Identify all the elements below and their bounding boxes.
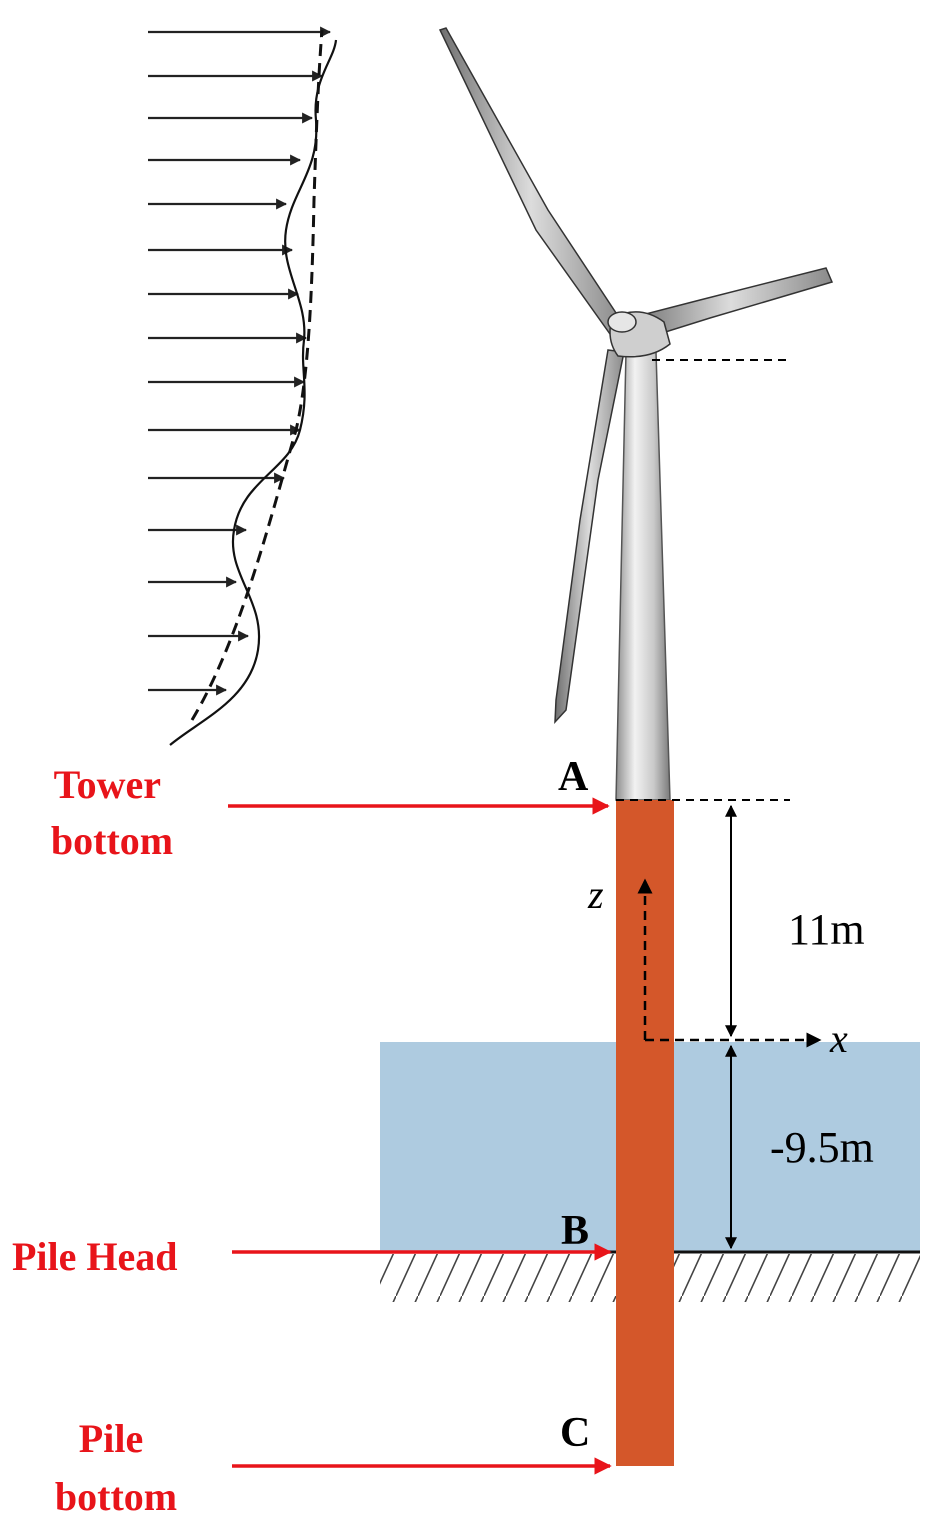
- coordinate-axes: z x: [587, 872, 848, 1061]
- height-label: 11m: [788, 905, 865, 954]
- pile-head-label: Pile Head: [12, 1234, 178, 1279]
- tower-bottom-label-line1: Tower: [54, 762, 161, 807]
- wind-turbine-icon: [438, 27, 834, 801]
- svg-text:Tower bottom: Tower bottom: [51, 762, 173, 863]
- water-depth-label: -9.5m: [770, 1123, 874, 1172]
- tower-bottom-label-line2: bottom: [51, 818, 173, 863]
- pile-bottom-label-line2: bottom: [55, 1474, 177, 1519]
- dimension-markers: 11m -9.5m: [725, 804, 874, 1250]
- wind-velocity-profile-icon: [148, 26, 338, 746]
- callout-pile-bottom: Pile bottom: [55, 1416, 612, 1519]
- z-axis-label: z: [587, 872, 604, 917]
- pile-bottom-label-line1: Pile: [79, 1416, 143, 1461]
- callout-tower-bottom: Tower bottom: [51, 762, 610, 863]
- point-c-label: C: [560, 1410, 590, 1456]
- svg-text:Pile bottom: Pile bottom: [55, 1416, 177, 1519]
- point-b-label: B: [561, 1208, 589, 1254]
- turbine-tower: [615, 351, 671, 801]
- fluctuating-wind-profile-curve: [169, 39, 338, 746]
- turbine-blade-upper: [438, 27, 623, 336]
- x-axis-label: x: [829, 1016, 848, 1061]
- turbine-blade-lower: [554, 349, 625, 725]
- callout-pile-head: Pile Head: [12, 1234, 612, 1279]
- point-a-label: A: [558, 754, 589, 800]
